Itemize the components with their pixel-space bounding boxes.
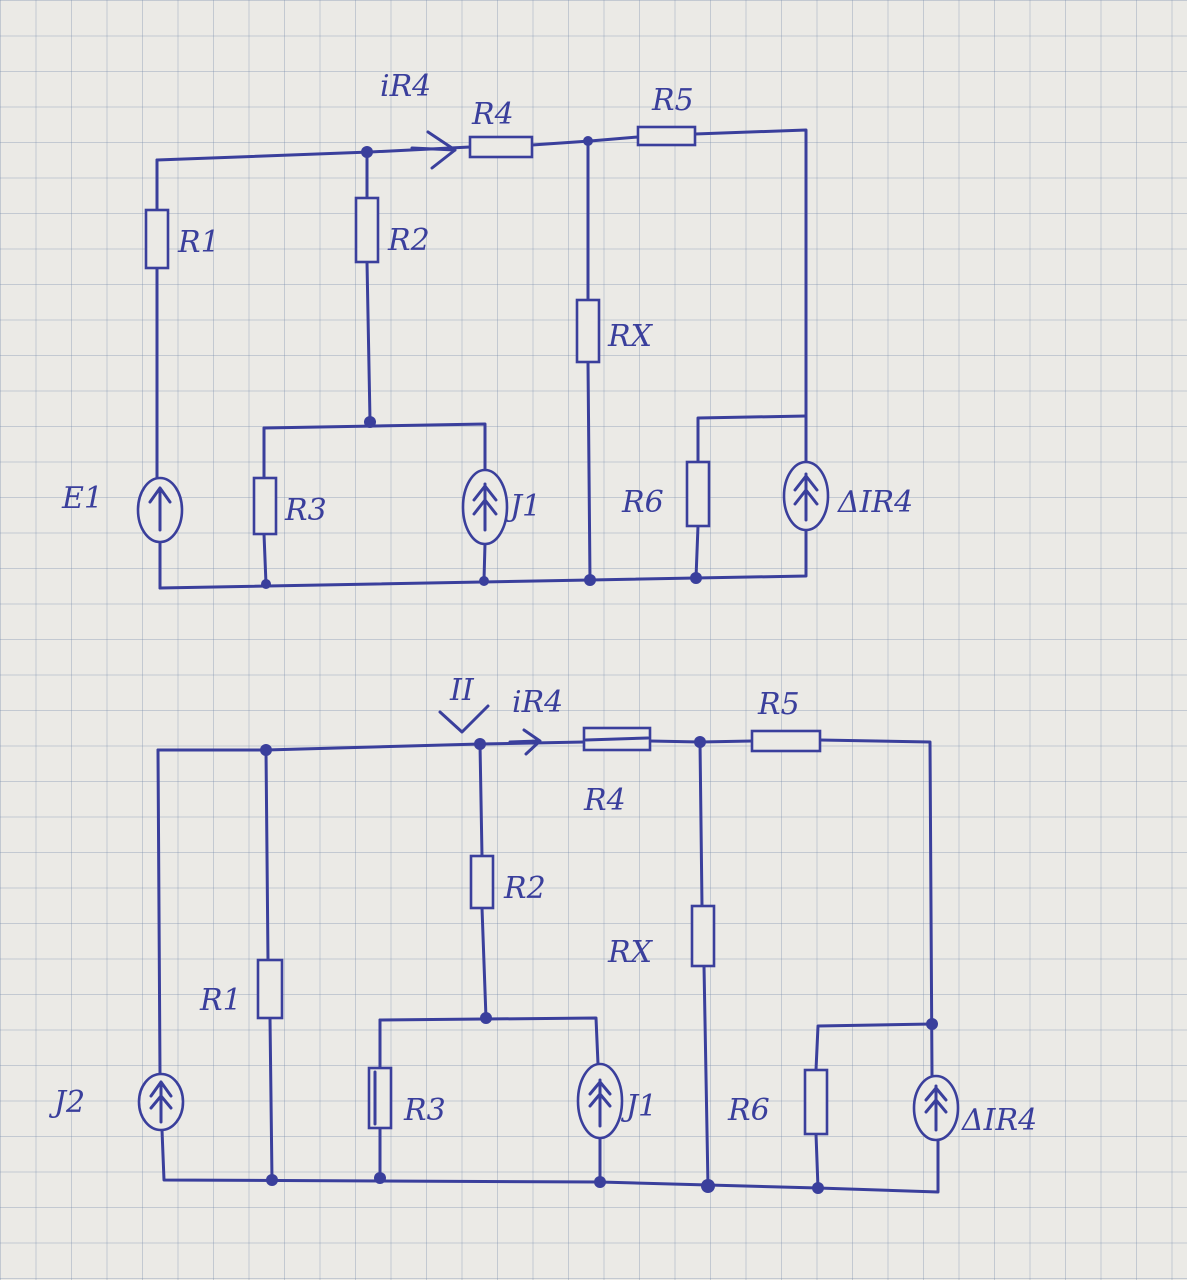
marker-arrow [438, 704, 490, 734]
node [266, 1174, 278, 1186]
resistor-r5 [750, 729, 822, 753]
node [701, 1179, 715, 1193]
current-source-delta-i [782, 460, 830, 532]
wire [156, 740, 586, 752]
label-current-ir4: iR4 [380, 69, 431, 104]
label-r2: R2 [387, 223, 430, 258]
voltage-source-e1 [136, 476, 184, 544]
label-r3: R3 [403, 1093, 446, 1128]
node [361, 146, 373, 158]
label-delta-i: ΔIR4 [837, 485, 913, 520]
label-rx: RX [607, 319, 654, 354]
node [480, 1012, 492, 1024]
label-r5: R5 [651, 83, 694, 118]
resistor-r3 [252, 476, 278, 536]
label-r6: R6 [621, 485, 664, 520]
label-marker-ii: II [449, 673, 475, 708]
current-source-delta-i [912, 1074, 960, 1142]
wire [693, 128, 808, 464]
wire [160, 1128, 940, 1194]
current-arrow [410, 130, 457, 170]
node [594, 1176, 606, 1188]
node [260, 744, 272, 756]
label-r5: R5 [757, 687, 800, 722]
wire [264, 748, 270, 962]
wire [818, 738, 934, 1078]
node [694, 736, 706, 748]
wire [586, 360, 592, 582]
wire [365, 260, 372, 422]
label-rx: RX [607, 935, 654, 970]
current-source-j1 [576, 1062, 624, 1140]
label-r6: R6 [727, 1093, 770, 1128]
resistor-rx [690, 904, 716, 968]
current-source-j2 [137, 1072, 185, 1132]
resistor-r4 [468, 135, 534, 159]
circuit-1: iR4 R4 R5 R1 R2 RX R3 R6 E1 J1 ΔIR4 [61, 69, 913, 590]
current-arrow [508, 728, 542, 756]
wire [262, 532, 268, 586]
resistor-r6 [685, 460, 711, 528]
wire [814, 1022, 934, 1072]
label-r3: R3 [284, 493, 327, 528]
resistor-r1 [256, 958, 284, 1020]
circuit-2: II iR4 R5 R4 R2 RX R1 R3 R6 J2 J1 ΔIR4 [48, 673, 1037, 1194]
resistor-r2 [354, 196, 380, 264]
label-e1: E1 [61, 481, 103, 516]
node [812, 1182, 824, 1194]
label-current-ir4: iR4 [512, 685, 563, 720]
node [690, 572, 702, 584]
node [261, 579, 271, 589]
label-r1: R1 [177, 225, 220, 260]
node [583, 136, 593, 146]
resistor-r3 [367, 1066, 393, 1130]
wire [478, 742, 484, 858]
resistor-rx [575, 298, 601, 364]
label-j2: J2 [48, 1085, 85, 1120]
resistor-r1 [144, 208, 170, 270]
node [474, 738, 486, 750]
label-j1: J1 [620, 1089, 657, 1124]
label-r4: R4 [471, 97, 514, 132]
wire [262, 422, 487, 472]
label-r1: R1 [199, 983, 242, 1018]
wire [480, 906, 488, 1020]
label-j1: J1 [504, 489, 541, 524]
node [374, 1172, 386, 1184]
wire [696, 414, 808, 464]
resistor-r2 [469, 854, 495, 910]
wire [156, 748, 162, 1076]
wire [698, 740, 704, 908]
wire [694, 524, 700, 580]
node [584, 574, 596, 586]
wire [482, 542, 487, 582]
label-r2: R2 [503, 871, 546, 906]
wire [702, 964, 710, 1188]
node [364, 416, 376, 428]
wire [268, 1016, 274, 1182]
node [479, 576, 489, 586]
label-r4: R4 [583, 783, 626, 818]
wire [378, 1016, 600, 1066]
wire [814, 1132, 820, 1190]
node [926, 1018, 938, 1030]
current-source-j1 [461, 468, 509, 546]
resistor-r6 [803, 1068, 829, 1136]
label-delta-i: ΔIR4 [961, 1103, 1037, 1138]
resistor-r5 [636, 125, 697, 147]
